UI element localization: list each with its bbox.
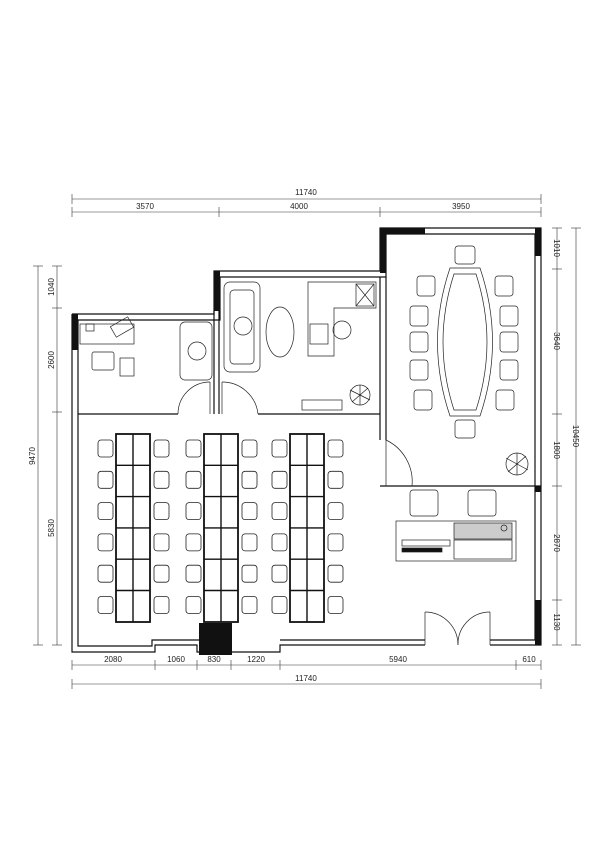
- workstation-area: [97, 433, 344, 623]
- chair-icon: [241, 533, 258, 552]
- bottom-segment-4: 1220: [247, 655, 265, 664]
- desk-icon: [79, 323, 135, 345]
- chair-icon: [97, 596, 114, 614]
- left-dimensions: 9470 1040 2600 5830: [28, 265, 62, 646]
- walls: [71, 227, 542, 655]
- chair-icon: [185, 533, 202, 552]
- bottom-dimensions: 2080 1060 830 1220 5940 610 11740: [71, 655, 542, 689]
- right-segment-4: 2870: [552, 534, 561, 552]
- reception-area: [395, 489, 517, 562]
- chair-icon: [467, 489, 497, 517]
- chair-icon: [97, 439, 114, 458]
- chair-icon: [327, 533, 344, 552]
- chair-icon: [327, 564, 344, 583]
- chair-icon: [97, 502, 114, 521]
- chair-icon: [153, 564, 170, 583]
- chair-icon: [241, 439, 258, 458]
- left-total-label: 9470: [28, 447, 37, 465]
- right-segment-3: 1800: [552, 441, 561, 459]
- chair-icon: [409, 489, 439, 517]
- chair-icon: [271, 439, 288, 458]
- chair-icon: [327, 502, 344, 521]
- plant-icon: [505, 452, 529, 476]
- workstation-cluster: [97, 433, 170, 623]
- chair-icon: [271, 596, 288, 614]
- right-total-label: 10450: [571, 425, 580, 448]
- left-segment-2: 2600: [47, 351, 56, 369]
- top-dimensions: 11740 3570 4000 3950: [71, 188, 542, 217]
- left-office: [79, 316, 213, 381]
- chair-icon: [185, 502, 202, 521]
- sofa-icon: [223, 281, 261, 373]
- chair-icon: [241, 470, 258, 489]
- plant-icon: [233, 316, 253, 336]
- chair-icon: [271, 502, 288, 521]
- chair-icon: [327, 439, 344, 458]
- bottom-segment-1: 2080: [104, 655, 122, 664]
- right-segment-2: 3640: [552, 332, 561, 350]
- chair-icon: [153, 596, 170, 614]
- chair-icon: [332, 320, 352, 340]
- chair-icon: [153, 439, 170, 458]
- chair-icon: [153, 470, 170, 489]
- door-swing-icon: [177, 381, 491, 646]
- top-segment-3: 3950: [452, 202, 470, 211]
- conference-table-icon: [437, 267, 493, 417]
- right-dimensions: 1010 3640 1800 2870 1130 10450: [552, 227, 581, 646]
- plant-icon: [187, 341, 207, 361]
- chair-icon: [185, 439, 202, 458]
- top-segment-1: 3570: [136, 202, 154, 211]
- workstation-cluster: [185, 433, 258, 623]
- chair-icon: [271, 470, 288, 489]
- chair-icon: [241, 564, 258, 583]
- chair-icon: [241, 502, 258, 521]
- left-segment-3: 5830: [47, 519, 56, 537]
- chair-icon: [327, 470, 344, 489]
- chair-icon: [185, 564, 202, 583]
- chair-icon: [309, 323, 329, 345]
- chair-icon: [327, 596, 344, 614]
- chair-icon: [97, 533, 114, 552]
- top-segment-2: 4000: [290, 202, 308, 211]
- chair-icon: [271, 564, 288, 583]
- middle-office: [223, 281, 377, 411]
- desk-icon: [307, 281, 377, 357]
- chair-icon: [153, 502, 170, 521]
- chair-icon: [153, 533, 170, 552]
- workstation-cluster: [271, 433, 344, 623]
- bottom-total-label: 11740: [295, 674, 317, 683]
- top-total-label: 11740: [295, 188, 317, 197]
- chair-icon: [185, 596, 202, 614]
- left-segment-1: 1040: [47, 278, 56, 296]
- conference-room: [409, 245, 529, 476]
- bottom-segment-5: 5940: [389, 655, 407, 664]
- chair-icon: [91, 351, 115, 371]
- chair-icon: [97, 470, 114, 489]
- column-block: [199, 623, 232, 655]
- bottom-segment-2: 1060: [167, 655, 185, 664]
- sofa-icon: [179, 321, 213, 381]
- chair-icon: [271, 533, 288, 552]
- chair-icon: [185, 470, 202, 489]
- chair-icon: [97, 564, 114, 583]
- plant-icon: [349, 384, 371, 406]
- right-segment-1: 1010: [552, 239, 561, 257]
- chair-icon: [241, 596, 258, 614]
- chair-icon: [409, 245, 519, 439]
- table-icon: [265, 306, 295, 358]
- bottom-segment-6: 610: [522, 655, 536, 664]
- reception-desk: [395, 520, 517, 562]
- bottom-segment-3: 830: [207, 655, 221, 664]
- right-segment-5: 1130: [552, 613, 561, 631]
